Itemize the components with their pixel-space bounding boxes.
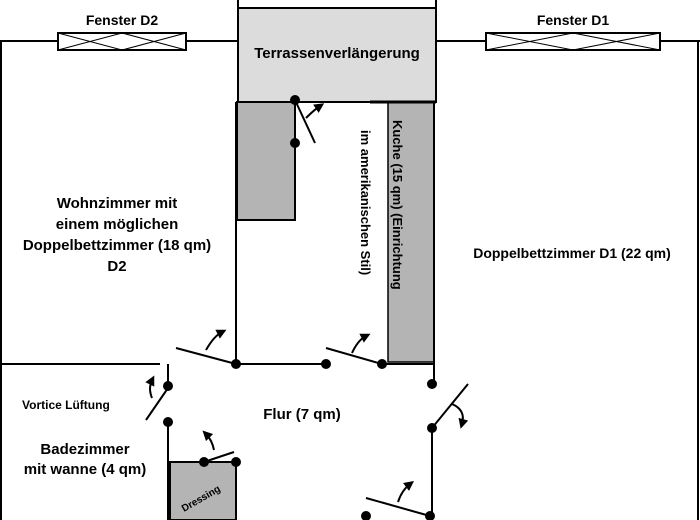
- window-d2-label: Fenster D2: [86, 12, 159, 28]
- kitchen-label-line2: im amerikanischen Stil): [358, 130, 373, 275]
- hinge-dots: [163, 95, 437, 520]
- living-room-label-4: D2: [107, 258, 126, 275]
- living-room-label-3: Doppelbettzimmer (18 qm): [23, 237, 211, 254]
- window-d1: [485, 32, 661, 51]
- terrace-label: Terrassenverlängerung: [254, 45, 420, 62]
- bedroom-d1-label: Doppelbettzimmer D1 (22 qm): [473, 245, 671, 261]
- hall-label: Flur (7 qm): [263, 406, 341, 423]
- bath-label-1: Badezimmer: [40, 441, 129, 458]
- doors: [145, 99, 469, 517]
- bath-label-2: mit wanne (4 qm): [24, 461, 147, 478]
- window-d1-label: Fenster D1: [537, 12, 610, 28]
- storage-block: [236, 101, 296, 221]
- ventilation-label: Vortice Lüftung: [22, 398, 110, 412]
- terrace-area: [237, 7, 437, 103]
- kitchen-label-line1: Kuche (15 qm) (Einrichtung: [390, 120, 405, 290]
- living-room-label-2: einem möglichen: [56, 216, 179, 233]
- walls: [0, 40, 700, 520]
- window-d2: [57, 32, 187, 51]
- living-room-label-1: Wohnzimmer mit: [57, 195, 178, 212]
